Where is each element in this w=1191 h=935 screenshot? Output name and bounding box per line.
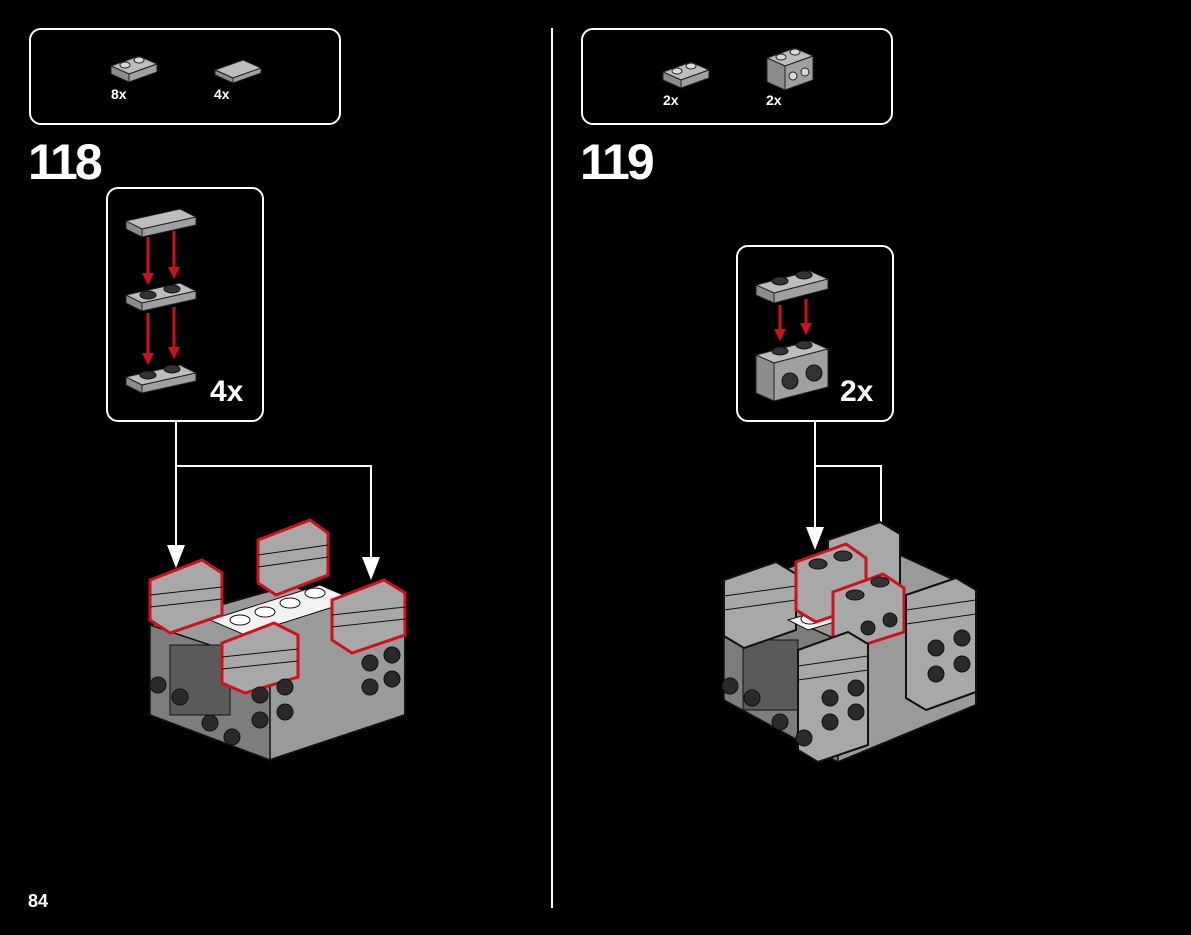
parts-list-119: 2x 2x: [581, 28, 893, 125]
subassembly-diagram: [754, 270, 830, 402]
brick-1x2-studs-on-side-icon: [765, 47, 815, 91]
tile-1x2-icon: [213, 59, 263, 84]
page-divider: [551, 28, 553, 908]
model-assembly-118: [148, 518, 407, 762]
part-qty: 2x: [766, 92, 782, 108]
part-qty: 2x: [663, 92, 679, 108]
part-qty: 4x: [214, 86, 230, 102]
model-assembly-119: [721, 520, 977, 764]
subassembly-multiplier: 4x: [210, 375, 244, 408]
subassembly-diagram: [124, 208, 198, 394]
step-number: 119: [580, 134, 655, 190]
subassembly-multiplier: 2x: [840, 375, 874, 408]
parts-list-118: 8x 4x: [29, 28, 341, 125]
subassembly-callout-119: 2x: [736, 245, 894, 422]
page-number: 84: [28, 891, 49, 911]
plate-1x2-icon: [109, 55, 159, 83]
subassembly-callout-118: 4x: [106, 187, 264, 422]
plate-1x2-icon: [661, 61, 711, 89]
step-number: 118: [28, 134, 103, 190]
part-qty: 8x: [111, 86, 127, 102]
